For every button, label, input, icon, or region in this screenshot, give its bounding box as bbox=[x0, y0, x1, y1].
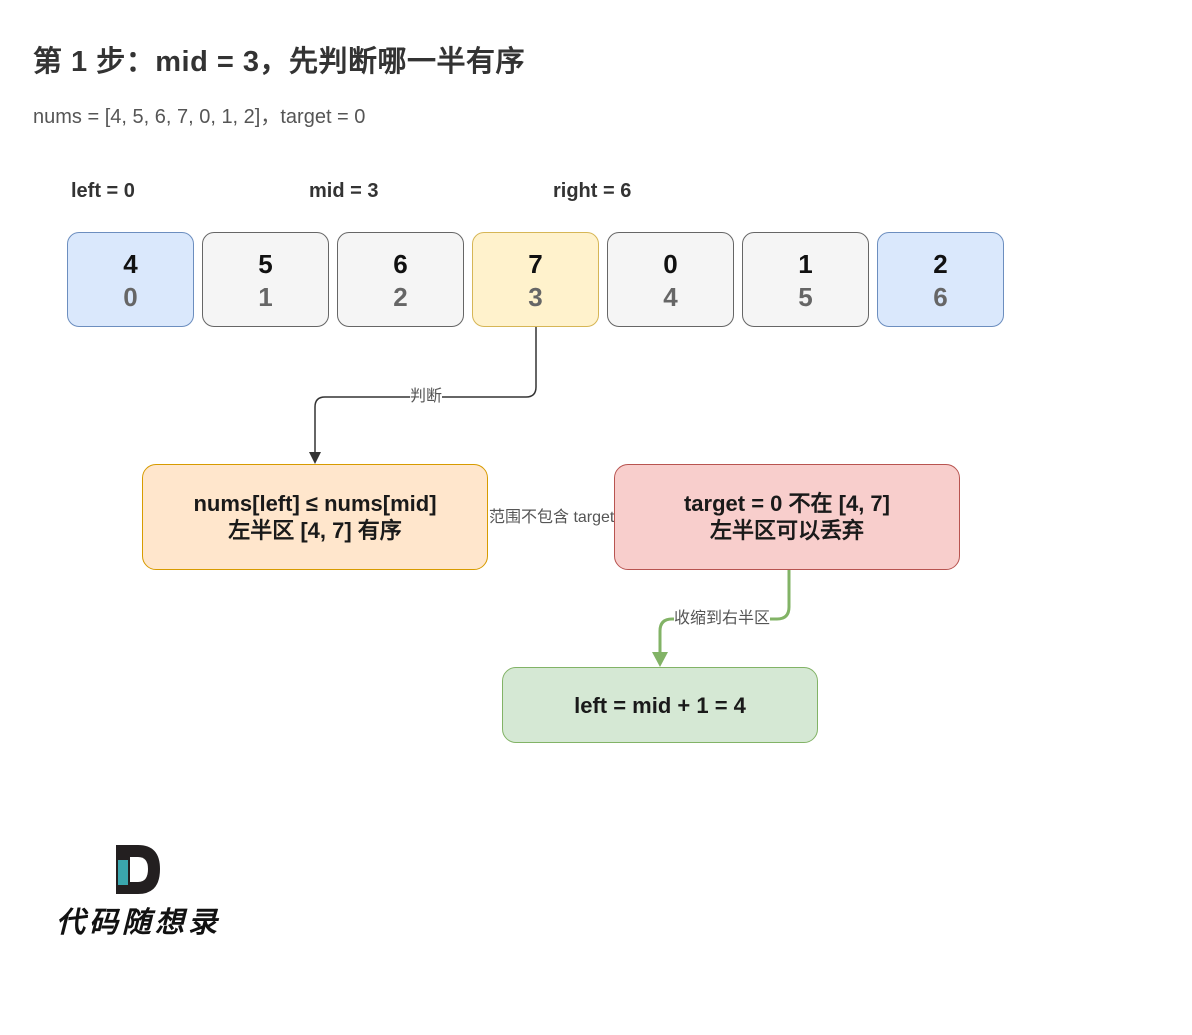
sorted-condition: nums[left] ≤ nums[mid] bbox=[193, 491, 437, 516]
cell-value: 7 bbox=[528, 249, 543, 279]
discard-condition: target = 0 不在 [4, 7] bbox=[683, 491, 890, 516]
cell-index: 6 bbox=[933, 282, 948, 312]
cell-index: 3 bbox=[528, 282, 543, 312]
right-pointer-label: right = 6 bbox=[553, 180, 632, 202]
cell-value: 1 bbox=[798, 249, 813, 279]
update-left-text: left = mid + 1 = 4 bbox=[574, 692, 746, 718]
edge-label-judge: 判断 bbox=[410, 387, 443, 407]
cell-index: 2 bbox=[393, 282, 408, 312]
logo-text: 代码随想录 bbox=[56, 905, 222, 939]
sorted-conclusion: 左半区 [4, 7] 有序 bbox=[228, 518, 402, 543]
brand-logo: 代码随想录 bbox=[56, 843, 226, 943]
cell-index: 5 bbox=[798, 282, 813, 312]
discard-half-box: target = 0 不在 [4, 7] 左半区可以丢弃 bbox=[614, 464, 960, 570]
edge-shrink-arrowhead bbox=[652, 652, 668, 667]
array-cell-3: 7 3 bbox=[472, 232, 599, 327]
sorted-half-box: nums[left] ≤ nums[mid] 左半区 [4, 7] 有序 bbox=[142, 464, 488, 570]
cell-index: 0 bbox=[123, 282, 138, 312]
cell-value: 0 bbox=[663, 249, 678, 279]
array-cell-1: 5 1 bbox=[202, 232, 329, 327]
update-left-box: left = mid + 1 = 4 bbox=[502, 667, 818, 743]
mid-pointer-label: mid = 3 bbox=[309, 180, 379, 202]
array-cell-2: 6 2 bbox=[337, 232, 464, 327]
cell-value: 6 bbox=[393, 249, 408, 279]
array-cell-4: 0 4 bbox=[607, 232, 734, 327]
edge-label-not-contain: 范围不包含 target bbox=[489, 508, 615, 528]
cell-value: 4 bbox=[123, 249, 138, 279]
discard-conclusion: 左半区可以丢弃 bbox=[709, 518, 864, 543]
cell-index: 1 bbox=[258, 282, 273, 312]
cell-value: 5 bbox=[258, 249, 273, 279]
array-cell-6: 2 6 bbox=[877, 232, 1004, 327]
cell-value: 2 bbox=[933, 249, 948, 279]
array-cell-0: 4 0 bbox=[67, 232, 194, 327]
array-cell-5: 1 5 bbox=[742, 232, 869, 327]
problem-input: nums = [4, 5, 6, 7, 0, 1, 2]，target = 0 bbox=[33, 106, 366, 128]
edge-judge-arrowhead bbox=[309, 452, 321, 464]
logo-d-icon bbox=[116, 845, 160, 894]
left-pointer-label: left = 0 bbox=[71, 180, 135, 202]
page-title: 第 1 步：mid = 3，先判断哪一半有序 bbox=[33, 46, 525, 78]
cell-index: 4 bbox=[663, 282, 678, 312]
edge-label-shrink: 收缩到右半区 bbox=[674, 609, 771, 629]
